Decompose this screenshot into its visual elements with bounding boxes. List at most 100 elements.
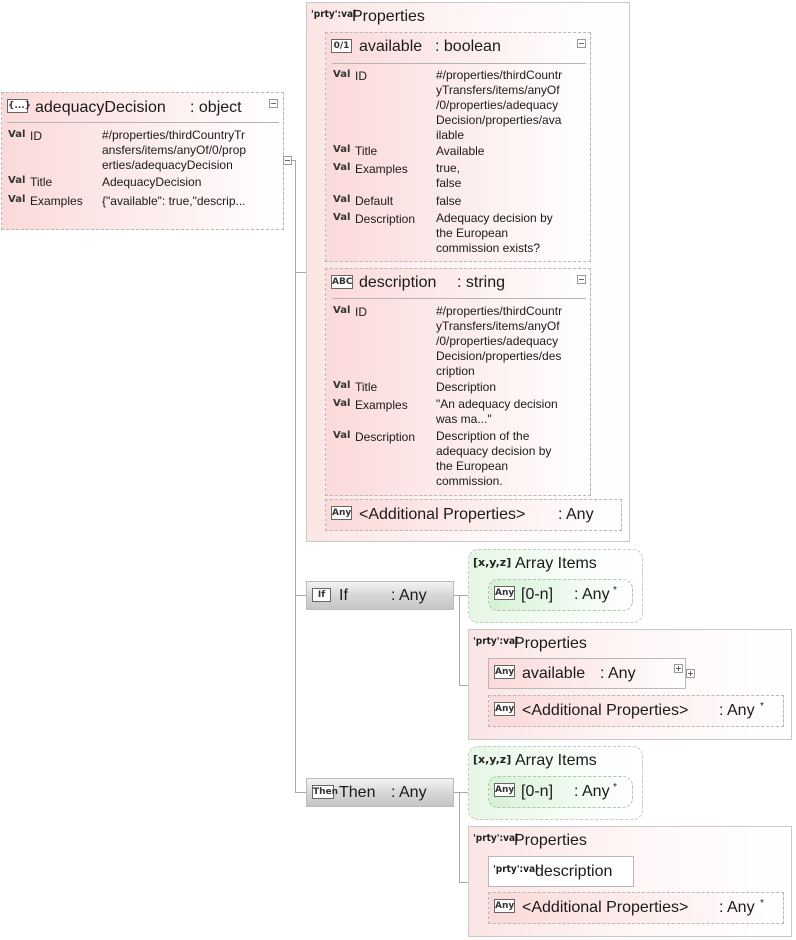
root-id-value: #/properties/thirdCountryTr ansfers/item… [102,128,247,172]
description-id-label: ID [355,305,367,319]
root-node-type: : object [190,99,242,116]
connector-if-out [454,595,459,596]
then-array-item-star: * [613,782,617,793]
root-collapse-toggle[interactable] [269,99,278,108]
any-type-icon: Any [494,899,515,913]
properties-icon: 'prty':val [473,636,519,647]
properties-icon: 'prty':val [473,833,519,844]
additional-properties-node[interactable]: Any <Additional Properties> : Any [325,499,622,531]
if-array-item-node[interactable]: Any [0-n] : Any * [488,579,633,611]
then-array-items-title: Array Items [515,752,597,769]
then-properties-title: Properties [514,832,587,849]
if-prop-additional-node[interactable]: Any <Additional Properties> : Any * [488,695,784,727]
if-prop-available-children-expand[interactable] [686,669,695,678]
root-children-collapse-toggle[interactable] [283,156,292,165]
description-examples-label: Examples [355,398,408,412]
connector-root-trunk [295,160,296,793]
then-prop-additional-star: * [760,898,764,909]
then-prop-description-name: description [535,863,613,880]
then-array-item-type: : Any [574,783,610,800]
if-array-item-star: * [613,585,617,596]
available-title-label: Title [355,144,378,158]
then-prop-additional-name: <Additional Properties> [522,899,689,916]
any-type-icon: Any [494,665,515,679]
if-node-type: : Any [391,587,427,604]
if-prop-available-name: available [522,665,586,682]
connector-then-trunk [459,792,460,882]
available-default-value: false [436,194,462,208]
description-id-value: #/properties/thirdCountr yTransfers/item… [436,304,563,378]
available-name: available [359,38,423,55]
description-description-label: Description [355,430,416,444]
val-icon: Val [333,305,351,316]
then-prop-additional-type: : Any [719,899,755,916]
available-header-separator [332,63,586,64]
then-prop-description-node[interactable]: 'prty':val description [488,856,634,887]
root-header-separator [7,122,279,123]
available-title-value: Available [436,144,485,158]
connector-if-to-props [459,685,468,686]
properties-icon: 'prty':val [311,9,357,20]
if-prop-additional-name: <Additional Properties> [522,702,689,719]
if-icon: If [312,588,331,602]
available-type: : boolean [435,38,501,55]
val-icon: Val [333,69,351,80]
val-icon: Val [333,212,351,223]
available-description-label: Description [355,212,416,226]
available-default-label: Default [355,194,394,208]
then-icon: Then [312,785,339,799]
root-examples-label: Examples [30,194,83,208]
then-node-type: : Any [391,784,427,801]
available-description-value: Adequacy decision by the European commis… [436,211,553,255]
connector-then-out [454,792,459,793]
val-icon: Val [8,129,26,140]
additional-properties-type: : Any [558,506,594,523]
description-header-separator [332,298,586,299]
if-prop-available-node[interactable]: Any available : Any [488,658,686,689]
then-array-item-name: [0-n] [521,783,554,800]
if-array-item-name: [0-n] [521,586,554,603]
any-type-icon: Any [494,702,515,716]
any-type-icon: Any [494,783,515,797]
if-properties-title: Properties [514,635,587,652]
val-icon: Val [333,380,351,391]
root-title-value: AdequacyDecision [102,175,202,189]
then-node-name: Then [339,784,376,801]
available-id-label: ID [355,69,367,83]
if-node[interactable]: If If : Any [306,581,454,610]
description-name: description [359,274,437,291]
if-array-items-title: Array Items [515,555,597,572]
then-prop-additional-node[interactable]: Any <Additional Properties> : Any * [488,892,784,924]
property-node-description[interactable]: ABC description : string Val ID #/proper… [325,268,591,496]
val-icon: Val [333,144,351,155]
description-collapse-toggle[interactable] [577,275,586,284]
available-id-value: #/properties/thirdCountr yTransfers/item… [436,68,563,142]
root-node-adequacy-decision[interactable]: {...} adequacyDecision : object Val ID #… [1,92,284,230]
available-collapse-toggle[interactable] [577,39,586,48]
available-examples-value: true, false [436,161,462,190]
array-icon: [x,y,z] [473,556,512,569]
description-title-label: Title [355,380,378,394]
if-prop-available-expand-toggle[interactable] [674,664,683,673]
array-icon: [x,y,z] [473,753,512,766]
if-array-item-type: : Any [574,586,610,603]
additional-properties-name: <Additional Properties> [359,506,526,523]
boolean-type-icon: 0/1 [331,39,352,53]
val-icon: Val [333,194,351,205]
description-title-value: Description [436,380,497,394]
if-prop-additional-star: * [760,701,764,712]
if-prop-additional-type: : Any [719,702,755,719]
description-type: : string [457,274,506,291]
description-examples-value: "An adequacy decision was ma..." [436,397,558,426]
connector-if-trunk [459,595,460,685]
property-node-available[interactable]: 0/1 available : boolean Val ID #/propert… [325,32,591,262]
connector-root-to-properties [295,272,306,273]
connector-then-to-array [459,792,468,793]
string-type-icon: ABC [331,275,353,289]
object-type-icon: {...} [7,99,32,113]
then-array-item-node[interactable]: Any [0-n] : Any * [488,776,633,808]
then-node[interactable]: Then Then : Any [306,778,454,807]
any-type-icon: Any [494,586,515,600]
root-title-label: Title [30,175,53,189]
root-node-name: adequacyDecision [35,99,166,116]
